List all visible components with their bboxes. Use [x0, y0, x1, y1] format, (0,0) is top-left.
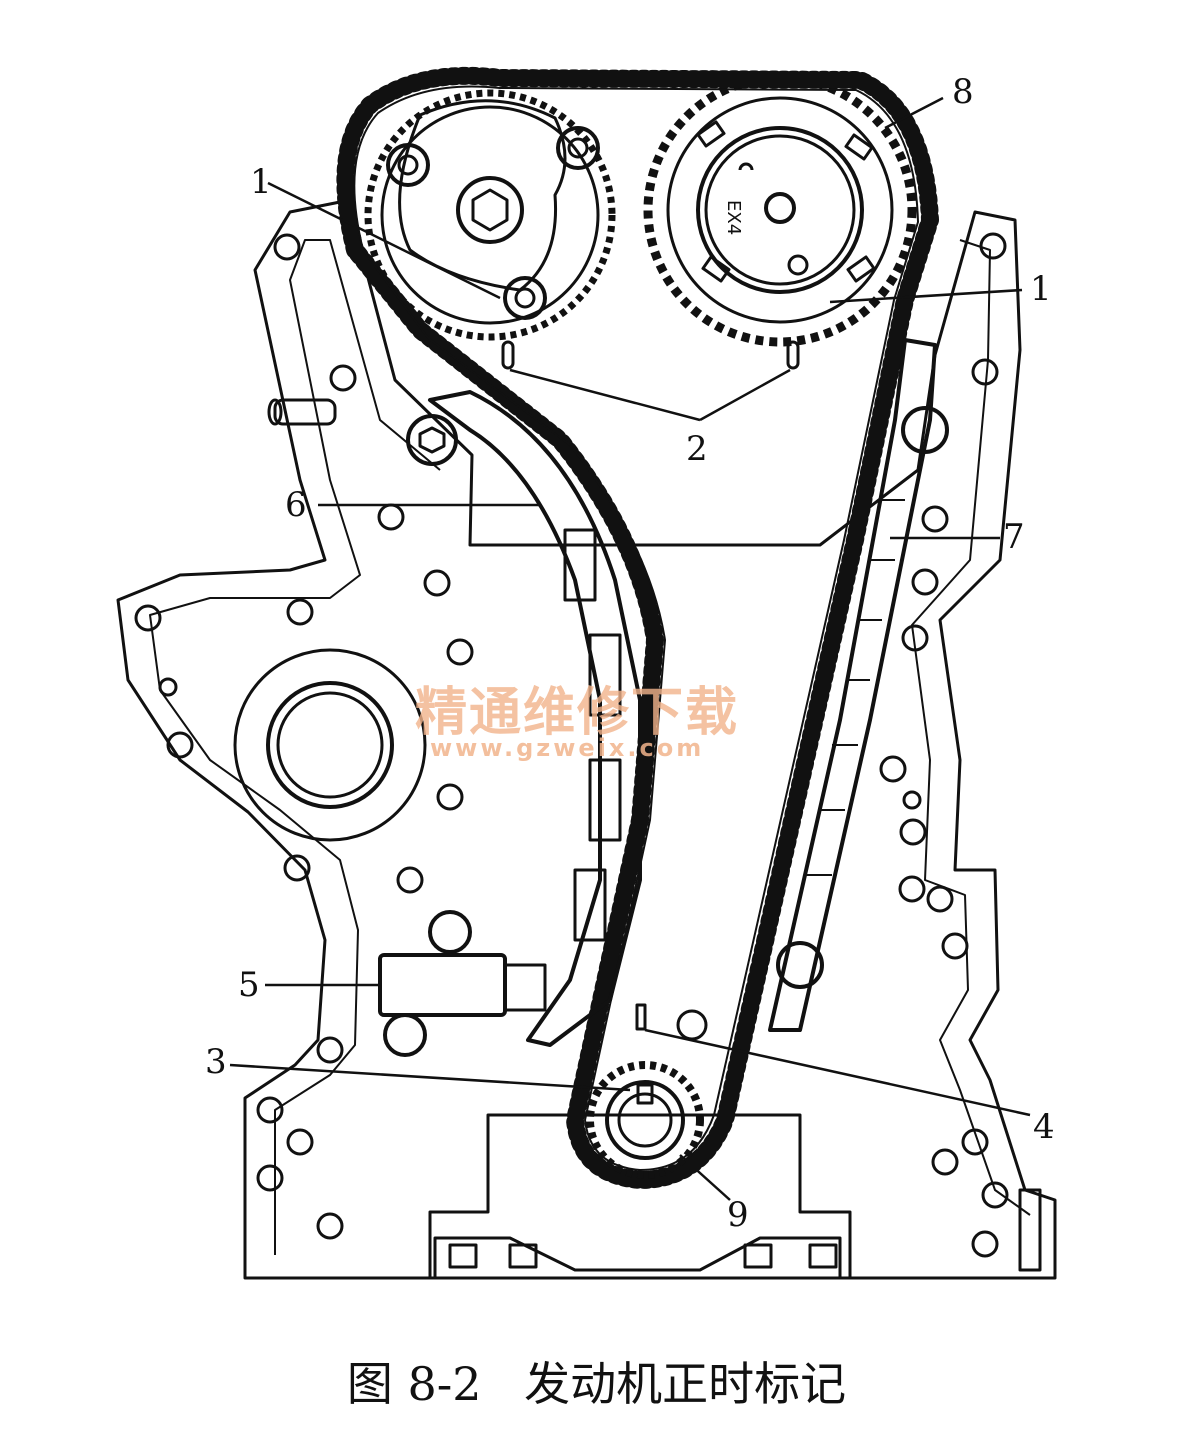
watermark-url: www.gzweix.com: [430, 734, 705, 762]
figure-caption: 图 8-2 发动机正时标记: [0, 1348, 1193, 1414]
pivot-bolt-hex: [418, 426, 446, 454]
guide-bolt-upper: [901, 406, 949, 454]
crank-seal-inner: [276, 691, 384, 799]
arm-window: [588, 633, 622, 717]
callout-9: 9: [727, 1195, 749, 1235]
crank-timing-mark: [635, 1003, 647, 1031]
crank-seal-outer: [266, 681, 394, 809]
hydraulic-tensioner: [378, 953, 507, 1017]
arm-window: [588, 758, 622, 842]
guide-bolt-lower: [776, 941, 824, 989]
timing-chain-edge: [353, 85, 919, 1171]
timing-chain: [336, 66, 939, 1189]
tensioner-pivot-bolt: [406, 414, 458, 466]
exhaust-cam-sprocket: [643, 73, 917, 347]
callout-2: 2: [686, 429, 708, 469]
guide-ribs: [806, 499, 905, 876]
exhaust-timing-mark: [786, 340, 800, 370]
arm-window: [573, 868, 607, 942]
crank-sprocket: [586, 1061, 704, 1179]
oil-pan-lower: [433, 1236, 842, 1278]
side-fitting: [1018, 1188, 1042, 1272]
callout-3: 3: [205, 1042, 227, 1082]
tensioner-plunger: [503, 963, 547, 1012]
callout-6: 6: [285, 485, 307, 525]
tensioner-bolt-upper: [428, 910, 472, 954]
oil-pan-bolts: [448, 1243, 838, 1269]
leader-lines: [229, 96, 1031, 1201]
intake-cam-sprocket: [364, 89, 616, 341]
block-timing-dot: [676, 1009, 708, 1041]
block-bolt-holes: [134, 232, 1009, 1258]
oil-pump-housing: [233, 648, 427, 842]
callout-4: 4: [1033, 1107, 1055, 1147]
callout-1-intake: 1: [250, 162, 272, 202]
figure-number: 图 8-2: [346, 1357, 482, 1411]
gear-marking-text: EX4: [723, 200, 744, 236]
arm-window: [563, 528, 597, 602]
callout-1-exhaust: 1: [1030, 269, 1052, 309]
chain-guide: [768, 338, 937, 1032]
pipe-end: [267, 398, 283, 426]
engine-block-outline: [116, 200, 1057, 1280]
block-inner-contour: [149, 239, 441, 1255]
callout-8: 8: [952, 72, 974, 112]
intake-timing-mark: [501, 340, 515, 370]
watermark-text: 精通维修下载: [415, 683, 740, 743]
callout-7: 7: [1003, 517, 1025, 557]
tensioner-arm: [428, 390, 642, 1047]
engine-timing-diagram: [116, 66, 1057, 1280]
figure-title: 发动机正时标记: [524, 1357, 847, 1411]
coolant-pipe: [273, 398, 337, 426]
sump-flange: [428, 1113, 852, 1278]
callout-5: 5: [238, 965, 260, 1005]
tensioner-bolt-lower: [383, 1013, 427, 1057]
